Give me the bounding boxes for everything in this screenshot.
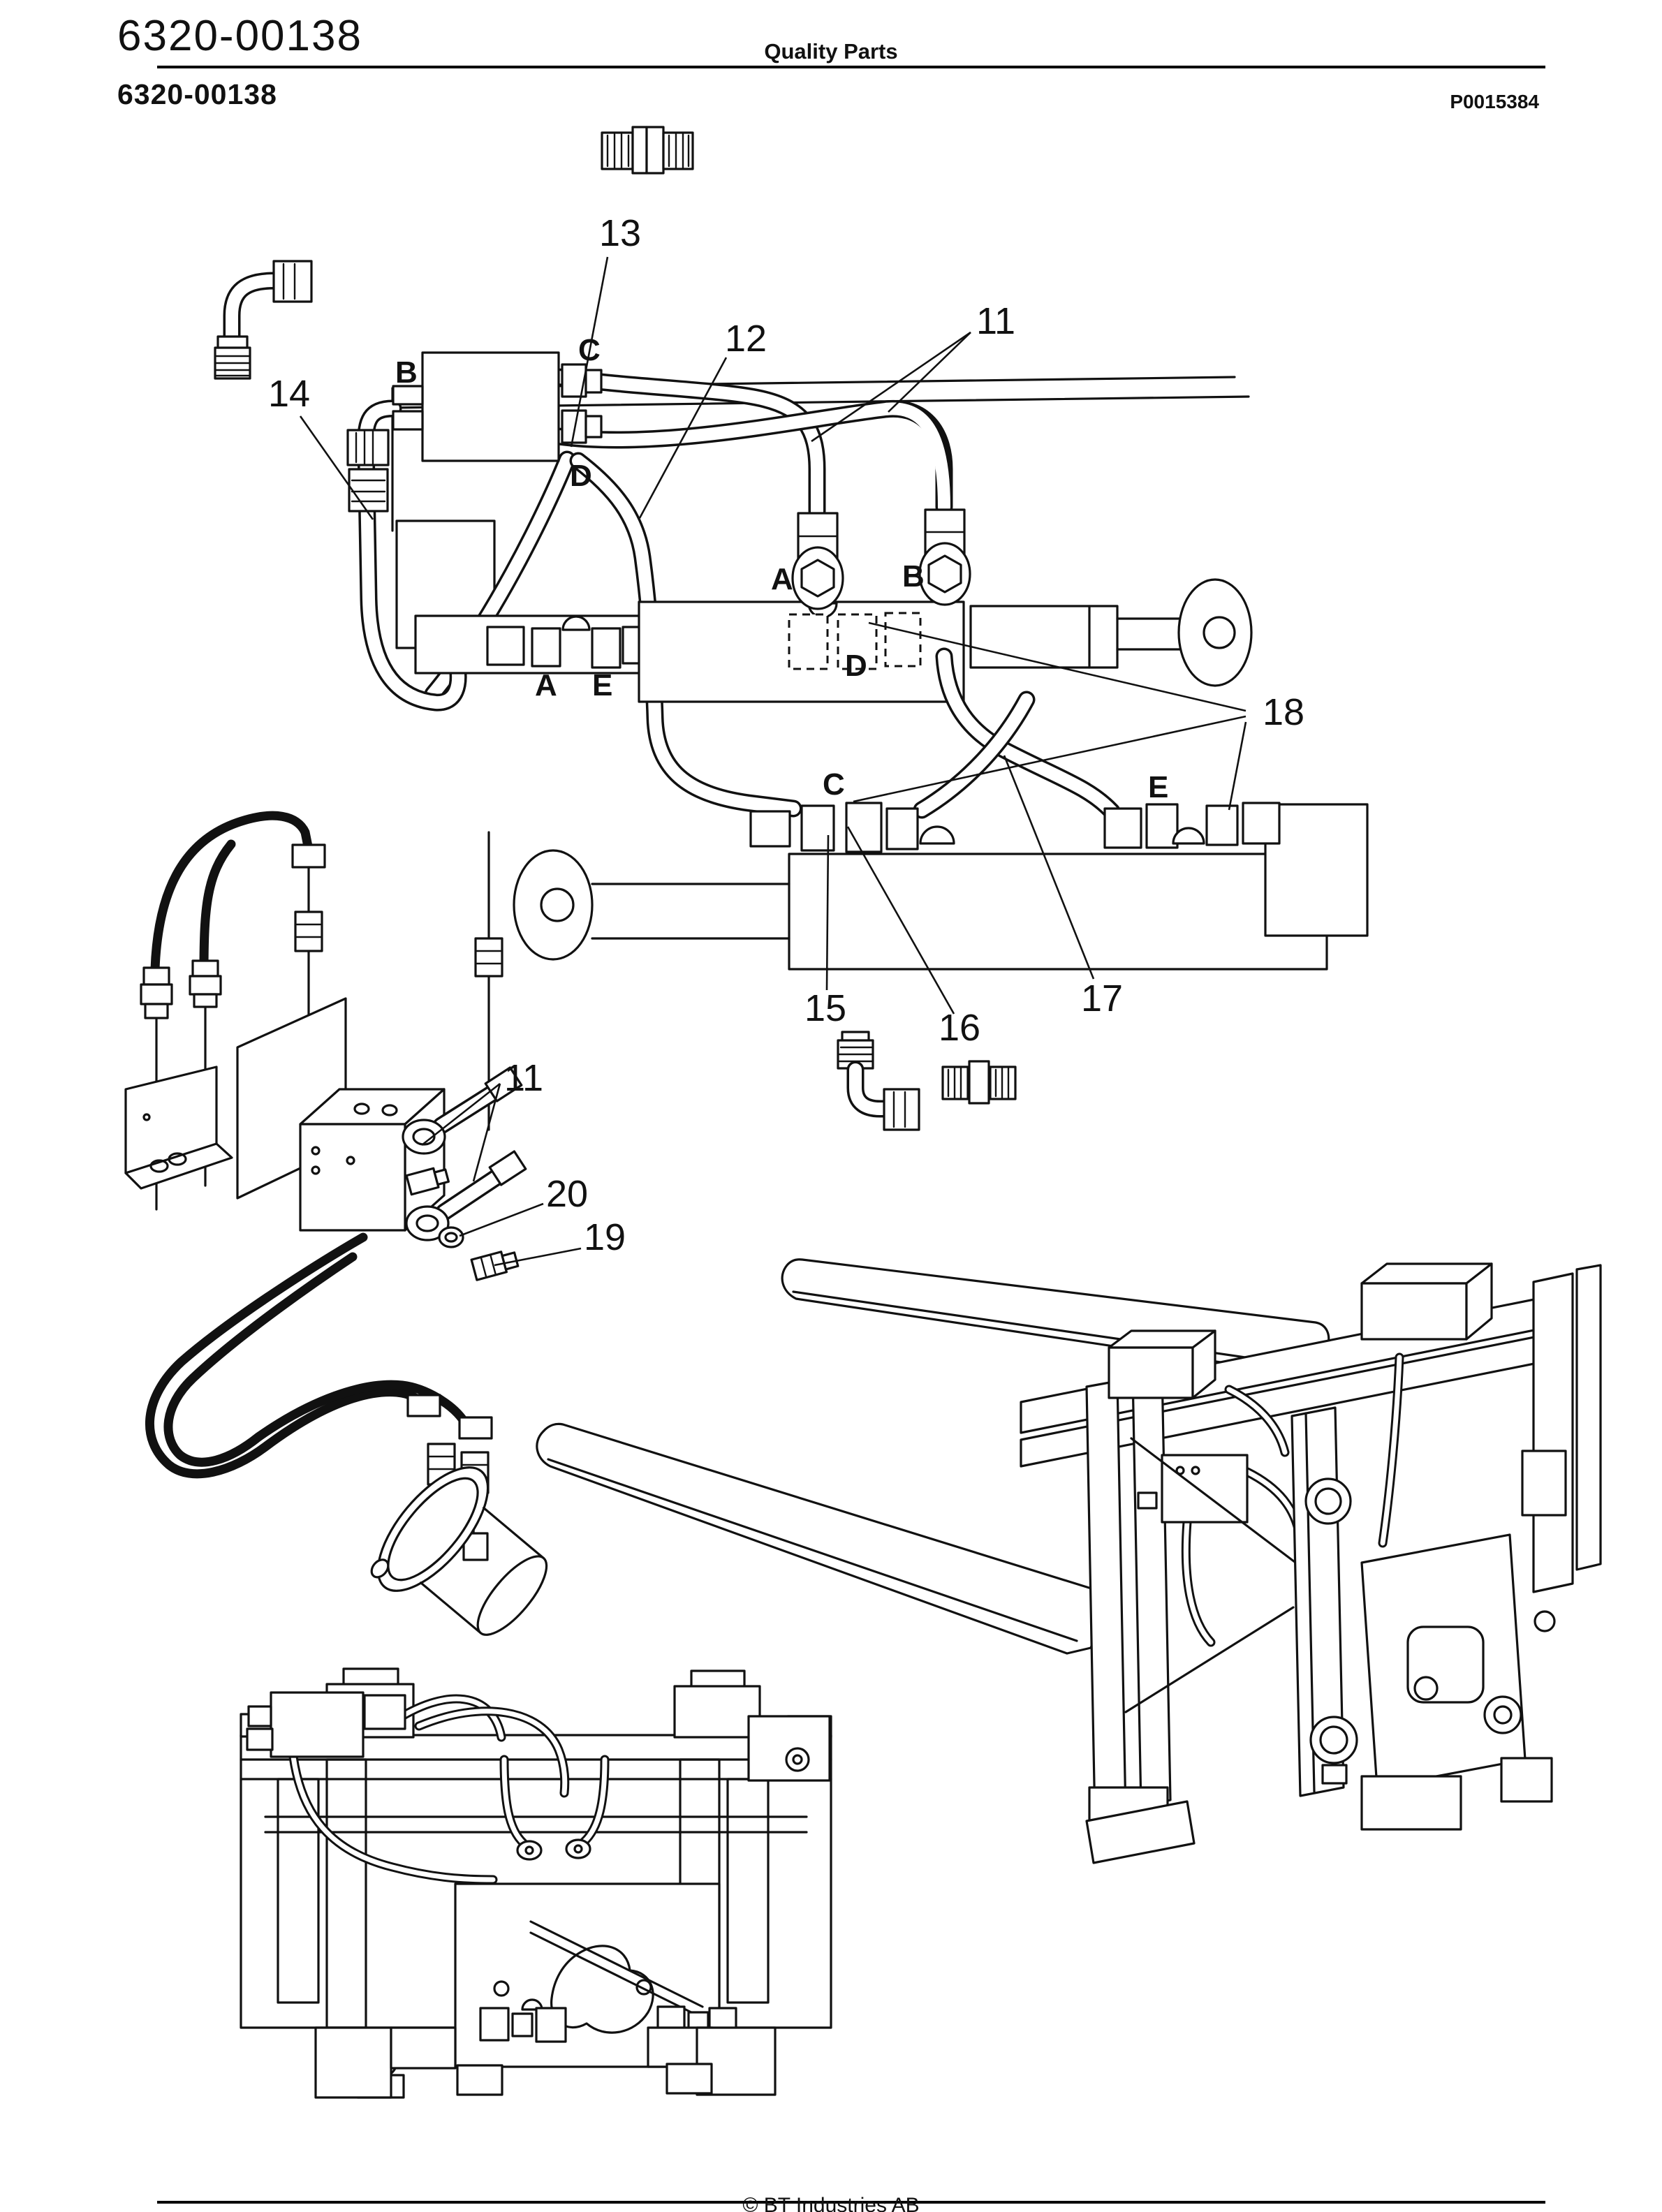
port-label-a-manifold: A: [771, 562, 793, 596]
callout-18: 18: [1263, 691, 1304, 733]
port-label-d-manifold: D: [845, 649, 867, 683]
hose-assembly-11-upper: [402, 1066, 523, 1196]
footer-copyright: © BT Industries AB: [742, 2194, 920, 2212]
callout-20: 20: [546, 1173, 588, 1215]
callout-15: 15: [804, 987, 846, 1029]
callout-17: 17: [1081, 978, 1123, 1019]
page-header-title: Quality Parts: [764, 39, 898, 64]
port-label-c-cylinder: C: [823, 767, 845, 802]
page-header-doc-number: 6320-00138: [117, 12, 362, 60]
tilt-cylinder: [969, 578, 1253, 687]
callout-13: 13: [599, 212, 641, 254]
main-lift-cylinder: [513, 647, 1369, 971]
figure-code: P0015384: [1450, 91, 1539, 112]
port-label-d-valve: D: [570, 459, 592, 493]
port-labels: B C D A B A E D C E: [395, 333, 1168, 804]
port-label-a-rail: A: [535, 668, 557, 702]
elbow-fitting-part-15: [837, 1031, 920, 1131]
elbow-fitting-part-14: [214, 260, 313, 380]
fork-carriage: [1020, 1262, 1602, 1864]
callout-11-upper: 11: [976, 300, 1015, 342]
callout-labels: 13 12 11 14 18 15 16 17 11 20 19: [268, 212, 1304, 1258]
callout-11-lower: 11: [504, 1057, 543, 1099]
manifold-block-d: [638, 508, 971, 703]
footer-rule: [157, 2201, 1545, 2204]
port-label-b-manifold: B: [902, 559, 925, 593]
section-number: 6320-00138: [117, 78, 277, 110]
port-label-b-valve: B: [395, 355, 418, 390]
fitting-part-13: [601, 126, 694, 175]
nipple-fitting-part-16: [941, 1060, 1017, 1105]
hose-group-upper: [346, 368, 953, 818]
hose-assembly-11-lower: [405, 1150, 527, 1241]
washer-part-20: [438, 1226, 464, 1248]
callout-14: 14: [268, 373, 310, 415]
leader-lines: [299, 256, 1247, 1267]
carriage-front-view: [240, 1667, 832, 2099]
callout-12: 12: [725, 318, 767, 360]
callout-16: 16: [939, 1007, 980, 1049]
port-label-e-rail: E: [592, 668, 612, 702]
port-label-c-valve: C: [578, 333, 601, 367]
callout-19: 19: [584, 1216, 626, 1258]
hose-bundle-assembly: [140, 811, 503, 1211]
port-label-e-cylinder: E: [1148, 770, 1168, 804]
header-rule: [157, 66, 1545, 68]
accumulator-canister: [370, 1466, 548, 1636]
